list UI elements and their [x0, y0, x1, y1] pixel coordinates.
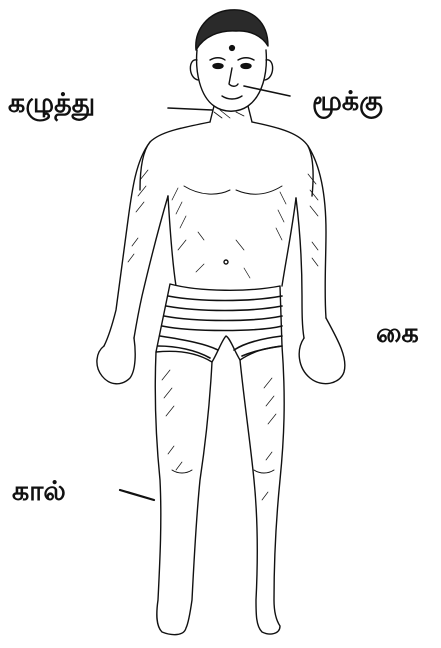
- leg-pointer-line: [120, 490, 154, 500]
- left-arm-shading: [128, 170, 148, 262]
- left-hand: [97, 338, 135, 384]
- navel: [224, 260, 228, 264]
- head: [197, 50, 267, 111]
- left-eye: [213, 64, 223, 69]
- nose: [229, 68, 238, 86]
- left-leg: [155, 352, 212, 635]
- leg-label: கால்: [12, 478, 66, 505]
- right-eye: [241, 64, 251, 69]
- hand-label: கை: [376, 320, 419, 347]
- bindi: [230, 46, 235, 51]
- mouth: [222, 96, 242, 99]
- nose-pointer-line: [244, 86, 290, 96]
- knees: [172, 470, 274, 473]
- hair: [196, 10, 268, 50]
- right-eyebrow: [238, 58, 254, 60]
- left-arm: [104, 142, 168, 346]
- neck-pointer-line: [168, 108, 212, 110]
- right-leg: [240, 346, 284, 634]
- nose-label: மூக்கு: [312, 88, 383, 115]
- leg-shading: [162, 370, 276, 500]
- right-arm: [296, 146, 326, 338]
- chest-line: [184, 186, 282, 194]
- neck-label: கழுத்து: [8, 90, 95, 117]
- right-hand: [299, 318, 345, 384]
- left-eyebrow: [210, 58, 225, 60]
- torso-shading: [172, 188, 286, 278]
